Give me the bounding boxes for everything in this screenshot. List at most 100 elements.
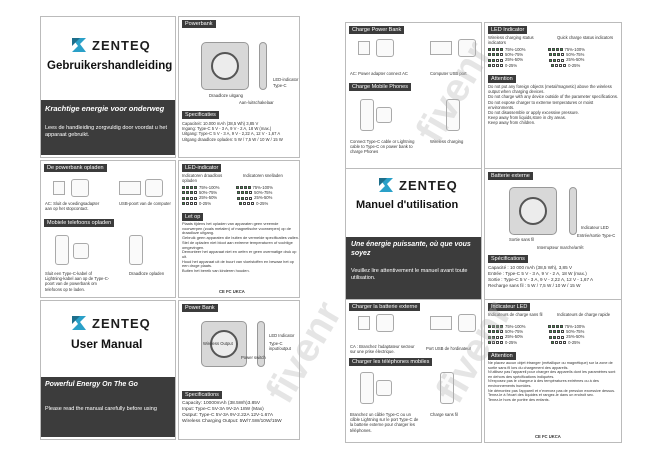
wireless-coil-icon [519, 197, 547, 225]
phone-icon [360, 99, 374, 131]
powerbank-small-icon [376, 39, 394, 57]
en-banner: Powerful Energy On The Go Please read th… [41, 377, 175, 437]
nl-spec-header: Specificaties [182, 111, 219, 119]
note-item: Ne démontez pas l'appareil et n'exercez … [488, 388, 616, 393]
nl-slogan: Krachtige energie voor onderweg [45, 104, 165, 113]
powerbank-small-icon [376, 380, 392, 396]
en-charge-a: AC: Power adapter connect AC [350, 71, 408, 76]
fr-led-col1: Indicateurs de charge sans fil [488, 312, 543, 317]
en-spec-header: Specifications [182, 391, 222, 399]
en-charge-header: Charge Power Bank [349, 26, 405, 34]
fr-note-header: Attention [488, 352, 516, 360]
note-item: Keep away from children. [488, 120, 536, 126]
zenteq-logo-icon [72, 316, 86, 330]
led-level-row: 0-25%0-25% [182, 201, 299, 206]
note-item: Plaats tijdens het opladen van apparaten… [182, 221, 291, 236]
en-intro: Please read the manual carefully before … [45, 406, 157, 412]
fr-spec-list: Capacité : 10 000 mAh (38,5 Wh), 3,85 V … [488, 265, 621, 289]
en-led-header: LED Indicator [488, 26, 528, 34]
fr-title: Manuel d'utilisation [356, 199, 459, 211]
note-item: Stel de opladen niet bloot aan extreme t… [182, 239, 293, 250]
fr-spec-header: Spécifications [488, 255, 528, 263]
nl-powerbank-page: Powerbank Draadloze uitgang LED-indicato… [178, 16, 300, 158]
powerbank-small-icon [376, 107, 392, 123]
en-slogan: Powerful Energy On The Go [45, 381, 138, 388]
fr-banner: Une énergie puissante, où que vous soyez… [346, 237, 481, 301]
phone-icon [55, 235, 69, 265]
wireless-coil-icon [210, 330, 238, 358]
zenteq-logo-icon [72, 38, 86, 52]
nl-phone-header: Mobiele telefoons opladen [44, 219, 115, 227]
nl-led-col2: Indicatoren snelladen [243, 173, 283, 178]
power-adapter-icon [358, 41, 370, 55]
spec-line: Capacité : 10 000 mAh (38,5 Wh), 3,85 V [488, 265, 573, 270]
note-item: Ne placez aucun objet étranger (métalliq… [488, 361, 613, 370]
en-powerbank-side-image [257, 321, 265, 367]
fr-powerbank-page: Batterie externe Sortie sans fil Indicat… [484, 168, 622, 304]
nl-powerbank-image [201, 42, 249, 90]
nl-powerbank-side-image [259, 42, 267, 90]
spec-line: Ingang: Type-C 5 V - 3 A, 9 V - 2 A, 18 … [182, 126, 272, 132]
led-level-row: 25%-50%25%-50% [488, 334, 621, 339]
fr-label-led: Indicateur LED [581, 225, 609, 230]
nl-charge-header: De powerbank opladen [44, 164, 107, 172]
note-item: N'exposez pas le chargeur à des températ… [488, 379, 599, 388]
fr-powerbank-side-image [569, 187, 577, 235]
en-led-levels: 75%-100%75%-100% 50%-75%50%-75% 25%-50%2… [488, 47, 621, 68]
note-item: Do not expose charger to extreme tempera… [488, 99, 594, 110]
spec-line: Output: Type-C 5V-3A 9V-2.22A 12V-1.67A [182, 413, 274, 418]
spec-line: Entrée : Type-C 5 V - 3 A, 9 V - 2 A, 18… [488, 271, 587, 276]
en-phone-b: Wireless charging [430, 139, 464, 144]
phone-icon [360, 372, 374, 404]
en-led-col2: Quick charge status indicators [557, 35, 614, 40]
wireless-coil-icon [211, 52, 239, 80]
fr-slogan: Une énergie puissante, où que vous soyez [351, 241, 471, 257]
en-title: User Manual [71, 337, 143, 351]
powerbank-small-icon [73, 243, 89, 259]
nl-led-header: LED-indicator [182, 164, 222, 172]
nl-charge-b: USB-poort van de computer [119, 201, 171, 206]
en-phone-a: Connect Type-C cable or Lightning cable … [350, 139, 415, 155]
spec-line: Capacity: 10000mAh (38.5Wh)3.85V [182, 401, 261, 406]
fr-charge-a: CA : Branchez l'adaptateur secteur sur u… [350, 344, 415, 355]
nl-banner: Krachtige energie voor onderweg Lees de … [41, 100, 175, 155]
nl-logo: ZENTEQ [71, 37, 151, 53]
note-item: Gebruik geen apparaten die buiten de ver… [182, 235, 300, 241]
fr-intro: Veuillez lire attentivement le manuel av… [351, 268, 468, 281]
en-note-header: Attention [488, 75, 516, 83]
fr-led-levels: 75%-100%75%-100% 50%-75%50%-75% 25%-50%2… [488, 324, 621, 345]
en-charge-b: Computer USB port [430, 71, 467, 76]
fr-charge-b: Port USB de l'ordinateur [426, 346, 472, 351]
note-item: Do not charge with any device outside of… [488, 94, 619, 100]
laptop-icon [430, 41, 452, 55]
led-level-row: 75%-100%75%-100% [488, 324, 621, 329]
led-level-row: 25%-50%25%-50% [182, 195, 299, 200]
led-level-row: 0-25%0-25% [488, 63, 621, 68]
nl-charging-page: De powerbank opladen AC: Sluit de voedin… [40, 160, 176, 298]
brand-name: ZENTEQ [92, 37, 151, 53]
nl-label-led: LED-indicator [273, 77, 299, 82]
led-level-row: 50%-75%50%-75% [182, 190, 299, 195]
powerbank-small-icon [71, 179, 89, 197]
en-label-typec: Type-C input/output [269, 341, 291, 352]
spec-line: Wireless Charging Output: 5W/7.5W/10W/15… [182, 419, 282, 424]
led-level-row: 50%-75%50%-75% [488, 329, 621, 334]
fr-led-header: Indicateur LED [488, 303, 531, 311]
led-level-row: 50%-75%50%-75% [488, 52, 621, 57]
nl-led-levels: 75%-100%75%-100% 50%-75%50%-75% 25%-50%2… [182, 185, 299, 206]
spec-line: Recharge sans fil : 5 W / 7,5 W / 10 W /… [488, 283, 581, 288]
fr-label-typec: Entrée/sortie Type-C [577, 233, 616, 238]
nl-label-wireless: Draadloze uitgang [209, 93, 243, 98]
nl-label-switch: Aan-/uitschakelaar [239, 100, 274, 105]
led-level-row: 0-25%0-25% [488, 340, 621, 345]
fr-led-page: Indicateur LED Indicateurs de charge san… [484, 299, 622, 443]
note-item: Buiten het bereik van kinderen houden. [182, 268, 250, 274]
nl-led-page: LED-indicator Indicatoren draadloos opla… [178, 160, 300, 298]
powerbank-small-icon [145, 179, 163, 197]
en-powerbank-image [201, 321, 247, 367]
power-adapter-icon [53, 181, 65, 195]
en-led-col1: Wireless charging status indicators [488, 35, 534, 46]
laptop-icon [430, 316, 452, 330]
nl-cover-page: ZENTEQ Gebruikershandleiding Krachtige e… [40, 16, 176, 158]
en-powerbank-page: Power Bank Wireless Output LED Indicator… [178, 300, 300, 440]
